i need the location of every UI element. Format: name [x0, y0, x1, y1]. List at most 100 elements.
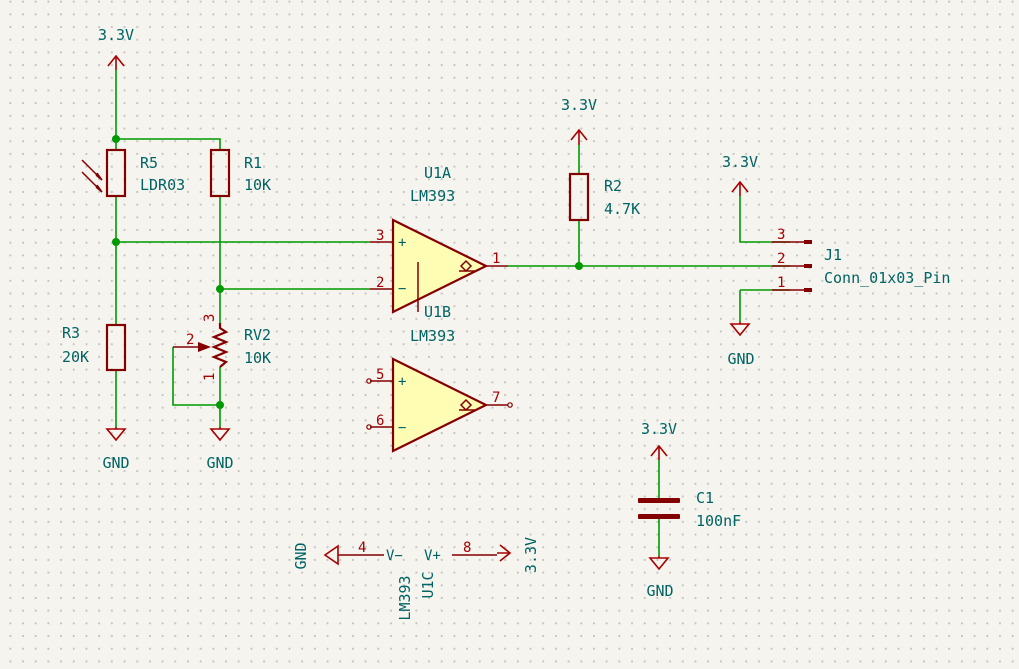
junction-dot	[112, 135, 120, 143]
pin-number: 2	[376, 275, 384, 291]
resistor-body	[105, 323, 127, 372]
resistor-r1[interactable]: R1 10K	[209, 148, 271, 198]
pin-lines	[370, 380, 508, 428]
wire-r5-r1-top	[116, 138, 221, 150]
ground-u1c[interactable]: GND	[292, 542, 340, 570]
value-label: 100nF	[696, 512, 741, 530]
value-label: LM393	[410, 187, 455, 205]
ref-label: R1	[244, 154, 262, 172]
power-3v3-j1[interactable]: 3.3V	[722, 153, 758, 196]
pin-number: 2	[777, 251, 785, 267]
power-label: 3.3V	[98, 26, 134, 44]
power-3v3-r2[interactable]: 3.3V	[561, 96, 597, 145]
light-arrows-icon	[81, 159, 103, 193]
minus-sign: −	[398, 281, 406, 297]
open-collector-icon	[459, 259, 475, 273]
junctions	[112, 135, 583, 409]
power-label: 3.3V	[561, 96, 597, 114]
junction-dot	[112, 238, 120, 246]
power-arrow-icon	[650, 444, 668, 460]
pin-number: 7	[492, 390, 500, 406]
ground-icon	[323, 544, 340, 566]
unconnected-pin-icon	[366, 378, 372, 384]
resistor-r3[interactable]: R3 20K	[62, 323, 127, 372]
capacitor-plate	[638, 498, 680, 503]
resistor-body	[105, 148, 127, 198]
comparator-power-u1c[interactable]: 4 8 V− V+ LM393 U1C	[340, 540, 497, 621]
ground-j1[interactable]: GND	[727, 322, 755, 368]
power-3v3-r5[interactable]: 3.3V	[98, 26, 134, 70]
ground-icon	[648, 556, 670, 571]
power-arrow-icon	[107, 54, 125, 70]
ref-label: R2	[604, 177, 622, 195]
pin-number: 3	[202, 314, 218, 322]
value-label: Conn_01x03_Pin	[824, 269, 950, 287]
junction-dot	[575, 262, 583, 270]
comparator-u1a[interactable]: + − 3 2 1 U1A LM393	[370, 164, 508, 314]
pin-terminal	[804, 288, 812, 292]
power-label: 3.3V	[722, 153, 758, 171]
ref-label: U1C	[419, 571, 437, 598]
ground-icon	[209, 427, 231, 442]
ldr-r5[interactable]: R5 LDR03	[81, 148, 185, 198]
pin-number: 1	[202, 373, 218, 381]
wiper-arrow-icon	[198, 342, 211, 352]
connector-j1[interactable]: 3 2 1 J1 Conn_01x03_Pin	[772, 227, 950, 292]
value-label: 4.7K	[604, 200, 640, 218]
zigzag-resistor-icon	[211, 323, 229, 368]
opamp-triangle	[391, 218, 489, 314]
open-collector-icon	[459, 398, 475, 412]
ref-label: J1	[824, 246, 842, 264]
wire-rv2-wiper	[172, 347, 220, 406]
pin-number: 3	[376, 228, 384, 244]
ref-label: R3	[62, 324, 80, 342]
junction-dot	[216, 401, 224, 409]
power-label: 3.3V	[641, 420, 677, 438]
ground-rv2[interactable]: GND	[206, 427, 234, 472]
opamp-triangle	[391, 357, 489, 453]
ground-label: GND	[292, 542, 310, 569]
power-3v3-c1[interactable]: 3.3V	[641, 420, 677, 460]
ground-icon	[105, 427, 127, 442]
power-arrow-icon	[497, 544, 512, 562]
capacitor-plate	[638, 514, 680, 519]
power-label: 3.3V	[522, 537, 540, 573]
value-label: LM393	[410, 327, 455, 345]
ref-label: U1A	[424, 164, 451, 182]
pin-lines	[772, 241, 808, 291]
ref-label: U1B	[424, 303, 451, 321]
pin-number: 6	[376, 413, 384, 429]
comparator-u1b[interactable]: + − 5 6 7 U1B LM393	[366, 303, 513, 453]
value-label: 10K	[244, 349, 271, 367]
ground-r3[interactable]: GND	[102, 427, 130, 472]
ground-label: GND	[206, 454, 233, 472]
ground-label: GND	[646, 582, 673, 600]
power-3v3-u1c[interactable]: 3.3V	[497, 537, 540, 573]
value-label: 10K	[244, 176, 271, 194]
plus-sign: +	[398, 235, 406, 251]
pin-number: 1	[492, 251, 500, 267]
potentiometer-rv2[interactable]: 3 2 1 RV2 10K	[173, 314, 271, 381]
wires	[115, 70, 790, 556]
vminus-label: V−	[386, 548, 403, 564]
resistor-r2[interactable]: R2 4.7K	[568, 172, 640, 222]
resistor-body	[568, 172, 590, 222]
vplus-label: V+	[424, 548, 441, 564]
plus-sign: +	[398, 374, 406, 390]
junction-dot	[216, 285, 224, 293]
unconnected-pin-icon	[507, 402, 513, 408]
power-arrow-icon	[570, 128, 588, 145]
pin-number: 1	[777, 275, 785, 291]
ground-c1[interactable]: GND	[646, 556, 674, 600]
power-arrow-icon	[731, 180, 749, 196]
minus-sign: −	[398, 420, 406, 436]
value-label: LDR03	[140, 176, 185, 194]
pin-terminal	[804, 264, 812, 268]
pin-terminal	[804, 240, 812, 244]
pin-number: 3	[777, 227, 785, 243]
pin-number: 5	[376, 367, 384, 383]
ref-label: RV2	[244, 326, 271, 344]
capacitor-c1[interactable]: C1 100nF	[638, 489, 741, 530]
ground-icon	[729, 322, 751, 337]
